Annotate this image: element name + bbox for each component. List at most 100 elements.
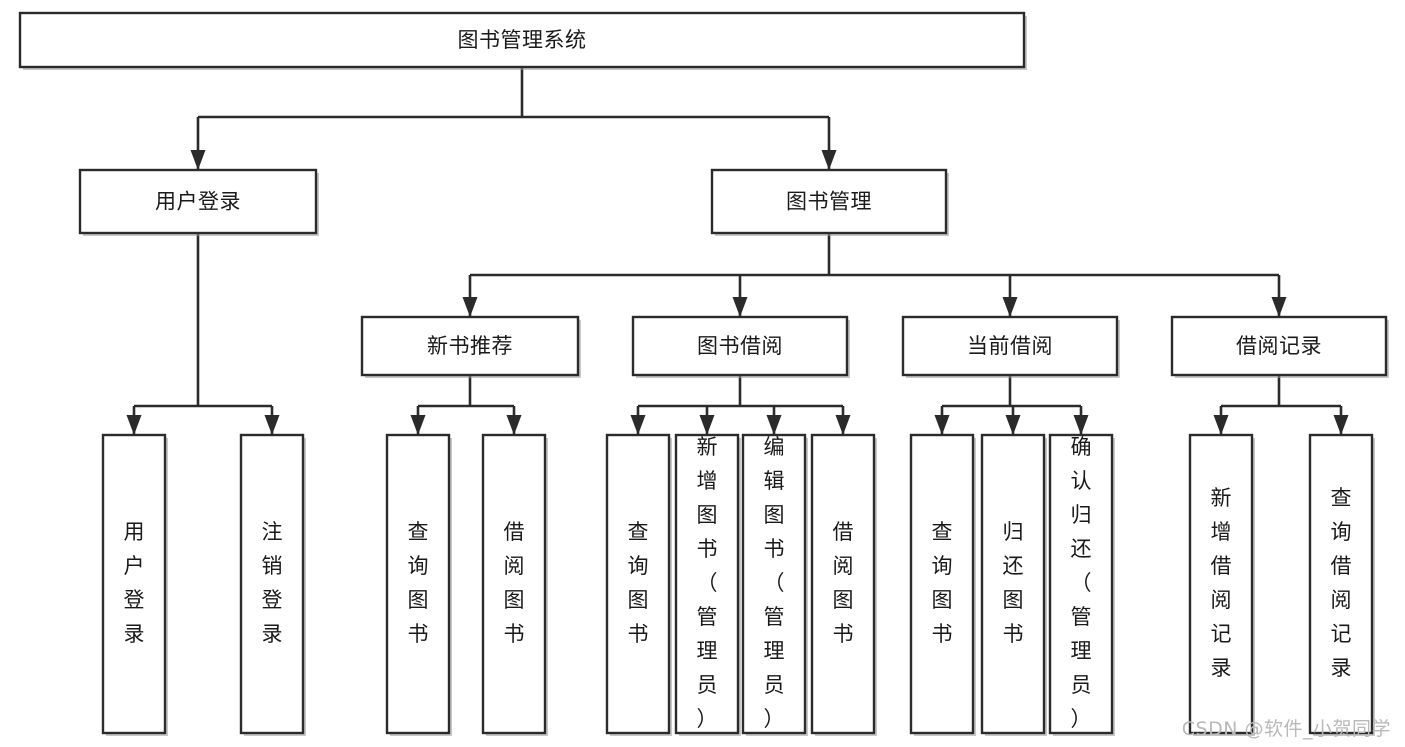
node-label-char: 阅 xyxy=(504,554,525,578)
node-label-char: 归 xyxy=(1071,503,1092,527)
node-label-char: 员 xyxy=(1071,673,1092,697)
node-rect[interactable] xyxy=(1170,315,1388,377)
node-rect[interactable] xyxy=(741,433,807,735)
node-label-char: 图 xyxy=(408,588,429,612)
node-label: 查询图书 xyxy=(408,520,429,646)
node-label-char: 辑 xyxy=(764,469,785,493)
node-label-char: 录 xyxy=(262,622,283,646)
node-label-char: 管 xyxy=(697,605,718,629)
node-leaf-return-book[interactable]: 归还图书 xyxy=(980,433,1047,736)
node-rect[interactable] xyxy=(631,315,849,377)
node-label-char: 理 xyxy=(697,639,718,663)
node-login[interactable]: 用户登录 xyxy=(78,168,319,236)
node-label-char: 图 xyxy=(764,503,785,527)
node-rect[interactable] xyxy=(710,168,948,235)
node-rect[interactable] xyxy=(239,433,305,735)
node-label: 图书借阅 xyxy=(697,334,783,358)
node-records[interactable]: 借阅记录 xyxy=(1170,315,1389,378)
connector-arrow-icon xyxy=(506,415,522,435)
node-leaf-query-book-2[interactable]: 查询图书 xyxy=(605,433,672,736)
node-leaf-query-book-1[interactable]: 查询图书 xyxy=(385,433,452,736)
node-label-char: （ xyxy=(697,571,718,595)
node-label-char: 书 xyxy=(833,622,854,646)
node-rect[interactable] xyxy=(101,433,167,735)
node-label: 借阅图书 xyxy=(504,520,525,646)
node-label: 用户登录 xyxy=(155,190,241,214)
connector-arrow-icon xyxy=(1271,297,1287,317)
node-rect[interactable] xyxy=(1048,433,1114,735)
node-rect[interactable] xyxy=(385,433,451,735)
node-rect[interactable] xyxy=(980,433,1046,735)
node-label-char: 记 xyxy=(1211,622,1232,646)
node-label: 注销登录 xyxy=(262,520,283,646)
node-rect[interactable] xyxy=(810,433,876,735)
node-current[interactable]: 当前借阅 xyxy=(901,315,1120,378)
node-leaf-edit-book[interactable]: 编辑图书（管理员） xyxy=(741,433,808,736)
node-label-char: 查 xyxy=(628,520,649,544)
node-label-char: 阅 xyxy=(833,554,854,578)
connector-arrow-icon xyxy=(835,415,851,435)
node-newbook[interactable]: 新书推荐 xyxy=(360,315,581,378)
node-leaf-query-record[interactable]: 查询借阅记录 xyxy=(1308,433,1375,736)
node-borrow[interactable]: 图书借阅 xyxy=(631,315,850,378)
node-label-char: 借 xyxy=(1331,554,1352,578)
node-rect[interactable] xyxy=(481,433,547,735)
node-label-char: 增 xyxy=(697,469,718,493)
node-label-char: 书 xyxy=(628,622,649,646)
node-label-char: 图 xyxy=(1003,588,1024,612)
node-label: 归还图书 xyxy=(1003,520,1024,646)
connector-arrow-icon xyxy=(126,415,142,435)
node-leaf-borrow-book-2[interactable]: 借阅图书 xyxy=(810,433,877,736)
node-leaf-query-book-3[interactable]: 查询图书 xyxy=(909,433,976,736)
node-leaf-add-record[interactable]: 新增借阅记录 xyxy=(1188,433,1255,736)
node-rect[interactable] xyxy=(901,315,1119,377)
node-label-char: 理 xyxy=(1071,639,1092,663)
node-label-char: 新 xyxy=(1211,486,1232,510)
node-label: 查询图书 xyxy=(932,520,953,646)
node-rect[interactable] xyxy=(674,433,740,735)
node-leaf-logout[interactable]: 注销登录 xyxy=(239,433,306,736)
node-label: 查询图书 xyxy=(628,520,649,646)
node-leaf-borrow-book-1[interactable]: 借阅图书 xyxy=(481,433,548,736)
node-label-char: 询 xyxy=(628,554,649,578)
node-label: 新书推荐 xyxy=(427,334,513,358)
node-label-char: 注 xyxy=(262,520,283,544)
connector-arrow-icon xyxy=(1002,297,1018,317)
node-label-char: 员 xyxy=(697,673,718,697)
node-rect[interactable] xyxy=(78,168,318,235)
node-label-char: 还 xyxy=(1003,554,1024,578)
node-rect[interactable] xyxy=(1308,433,1374,735)
node-rect[interactable] xyxy=(909,433,975,735)
connector-arrow-icon xyxy=(1213,415,1229,435)
node-label: 图书管理 xyxy=(786,190,872,214)
node-leaf-add-book[interactable]: 新增图书（管理员） xyxy=(674,433,741,736)
node-label-char: 图 xyxy=(628,588,649,612)
node-label-char: （ xyxy=(1071,571,1092,595)
node-bookmgmt[interactable]: 图书管理 xyxy=(710,168,949,236)
connector-arrow-icon xyxy=(1073,415,1089,435)
connector-arrow-icon xyxy=(766,415,782,435)
node-root[interactable]: 图书管理系统 xyxy=(18,11,1027,70)
node-label-char: 销 xyxy=(262,554,283,578)
node-rect[interactable] xyxy=(18,11,1026,69)
node-label: 查询借阅记录 xyxy=(1331,486,1352,680)
node-label-char: 查 xyxy=(1331,486,1352,510)
node-rect[interactable] xyxy=(605,433,671,735)
node-label: 当前借阅 xyxy=(967,334,1053,358)
connector-arrow-icon xyxy=(264,415,280,435)
node-leaf-confirm-return[interactable]: 确认归还（管理员） xyxy=(1048,433,1115,736)
connector-arrow-icon xyxy=(462,297,478,317)
node-label-char: ） xyxy=(697,707,718,731)
node-label-char: 户 xyxy=(124,554,145,578)
node-rect[interactable] xyxy=(1188,433,1254,735)
node-label: 新增借阅记录 xyxy=(1211,486,1232,680)
node-label-char: 查 xyxy=(932,520,953,544)
node-rect[interactable] xyxy=(360,315,580,377)
connector-arrow-icon xyxy=(410,415,426,435)
node-label-char: 书 xyxy=(1003,622,1024,646)
node-label-char: 阅 xyxy=(1331,588,1352,612)
connector-arrow-icon xyxy=(190,150,206,170)
node-leaf-user-login[interactable]: 用户登录 xyxy=(101,433,168,736)
